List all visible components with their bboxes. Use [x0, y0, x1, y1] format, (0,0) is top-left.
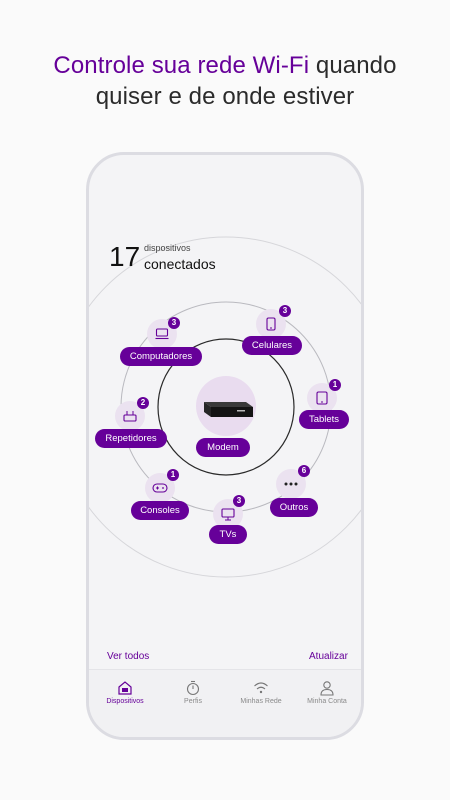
headline-rest: quando — [309, 52, 397, 79]
headline-line-2: quiser e de onde estiver — [95, 83, 355, 110]
modem-icon — [204, 402, 253, 417]
headline-accent: Controle sua rede Wi-Fi — [53, 52, 310, 79]
phone-frame: 17 dispositivos conectados Modem 3 Compu… — [86, 152, 364, 740]
tvs-count-badge: 3 — [233, 495, 245, 507]
tab-minha-rede-label: Minhas Rede — [240, 698, 282, 705]
more-dots-icon — [284, 482, 298, 486]
user-icon — [320, 681, 334, 696]
bottom-tab-bar: Dispositivos Perfis Minhas Rede — [89, 669, 361, 737]
devices-home-icon — [118, 681, 132, 695]
consoles-label[interactable]: Consoles — [131, 501, 189, 520]
tab-dispositivos-label: Dispositivos — [106, 698, 144, 705]
smartphone-icon — [266, 317, 276, 331]
repetidores-label[interactable]: Repetidores — [95, 429, 167, 448]
router-icon — [123, 411, 137, 422]
consoles-count-badge: 1 — [167, 469, 179, 481]
app-screen: 17 dispositivos conectados Modem 3 Compu… — [89, 155, 361, 737]
tvs-label[interactable]: TVs — [209, 525, 247, 544]
timer-icon — [186, 680, 200, 696]
repetidores-count-badge: 2 — [137, 397, 149, 409]
tab-minha-conta[interactable]: Minha Conta — [293, 680, 361, 705]
tab-dispositivos[interactable]: Dispositivos — [91, 680, 159, 705]
tab-perfis[interactable]: Perfis — [159, 680, 227, 705]
tab-perfis-label: Perfis — [184, 698, 202, 705]
tv-icon — [221, 507, 235, 520]
tablet-icon — [316, 391, 328, 405]
gamepad-icon — [152, 483, 168, 493]
device-count-label-small: dispositivos — [144, 243, 191, 253]
device-count-label: conectados — [144, 256, 216, 272]
tab-minha-rede[interactable]: Minhas Rede — [227, 680, 295, 705]
modem-label[interactable]: Modem — [196, 438, 250, 457]
refresh-link[interactable]: Atualizar — [309, 651, 348, 662]
celulares-count-badge: 3 — [279, 305, 291, 317]
headline-line-1: Controle sua rede Wi-Fi quando — [0, 50, 450, 81]
wifi-icon — [254, 682, 268, 694]
celulares-label[interactable]: Celulares — [242, 336, 302, 355]
device-count: 17 — [109, 241, 141, 272]
see-all-link[interactable]: Ver todos — [107, 651, 150, 662]
tab-minha-conta-label: Minha Conta — [307, 698, 347, 705]
tablets-label[interactable]: Tablets — [299, 410, 349, 429]
computadores-count-badge: 3 — [168, 317, 180, 329]
computadores-label[interactable]: Computadores — [120, 347, 202, 366]
tablets-count-badge: 1 — [329, 379, 341, 391]
monitor-icon — [155, 328, 169, 340]
headline: Controle sua rede Wi-Fi quando quiser e … — [0, 50, 450, 112]
outros-label[interactable]: Outros — [270, 498, 318, 517]
outros-count-badge: 6 — [298, 465, 310, 477]
